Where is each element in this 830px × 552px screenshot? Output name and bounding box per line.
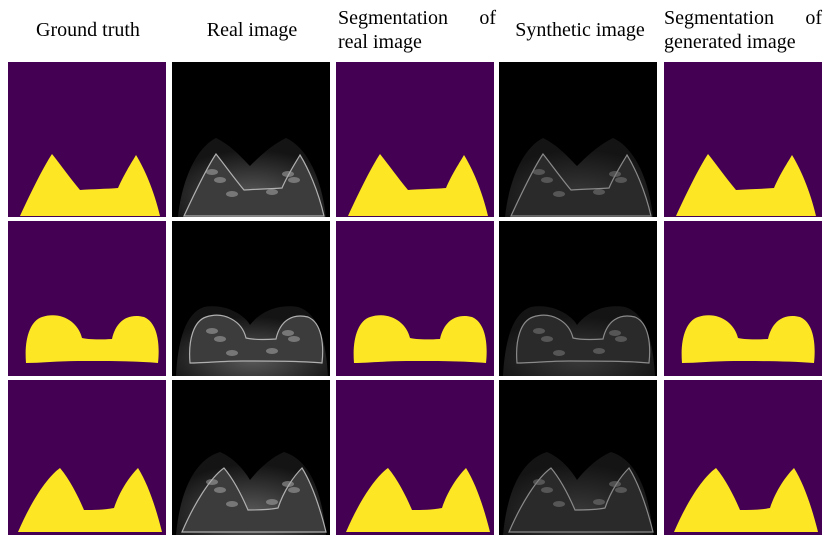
segmentation-generated-panel-row-2 bbox=[664, 221, 822, 376]
column-header-ground-truth: Ground truth bbox=[36, 19, 140, 41]
mri-scan bbox=[499, 221, 657, 376]
tissue-detail bbox=[288, 336, 300, 342]
tissue-detail bbox=[206, 479, 218, 485]
tissue-detail bbox=[615, 177, 627, 183]
breast-tissue bbox=[510, 152, 652, 217]
breast-mask-shape bbox=[674, 468, 818, 532]
column-header-synthetic-image: Synthetic image bbox=[515, 19, 645, 41]
real-image-panel-row-2 bbox=[172, 221, 330, 376]
breast-mask-shape bbox=[676, 154, 816, 216]
tissue-detail bbox=[593, 189, 605, 195]
tissue-detail bbox=[266, 499, 278, 505]
segmentation-mask bbox=[664, 62, 822, 217]
segmentation-generated-panel-row-1 bbox=[664, 62, 822, 217]
breast-mask-shape bbox=[346, 468, 490, 532]
segmentation-real-panel-row-2 bbox=[336, 221, 494, 376]
tissue-detail bbox=[533, 169, 545, 175]
breast-tissue bbox=[516, 314, 651, 364]
tissue-detail bbox=[609, 330, 621, 336]
column-header-segmentation-real: Segmentation of real image bbox=[338, 7, 496, 53]
tissue-detail bbox=[226, 501, 238, 507]
tissue-detail bbox=[288, 487, 300, 493]
real-image-panel-row-3 bbox=[172, 380, 330, 535]
segmentation-mask bbox=[664, 221, 822, 376]
breast-tissue bbox=[183, 152, 325, 217]
tissue-detail bbox=[553, 501, 565, 507]
breast-mask-shape bbox=[348, 154, 488, 216]
tissue-detail bbox=[206, 328, 218, 334]
synthetic-image-panel-row-1 bbox=[499, 62, 657, 217]
tissue-detail bbox=[615, 487, 627, 493]
segmentation-real-panel-row-1 bbox=[336, 62, 494, 217]
tissue-detail bbox=[226, 191, 238, 197]
tissue-detail bbox=[214, 336, 226, 342]
tissue-detail bbox=[282, 481, 294, 487]
breast-mask-shape bbox=[353, 315, 487, 363]
tissue-detail bbox=[282, 171, 294, 177]
tissue-detail bbox=[288, 177, 300, 183]
tissue-detail bbox=[615, 336, 627, 342]
breast-tissue bbox=[189, 314, 324, 364]
tissue-detail bbox=[553, 350, 565, 356]
breast-mask-shape bbox=[20, 154, 160, 216]
tissue-detail bbox=[533, 479, 545, 485]
segmentation-mask bbox=[8, 380, 166, 535]
mri-scan bbox=[172, 380, 330, 535]
tissue-detail bbox=[541, 177, 553, 183]
breast-mask-shape bbox=[681, 315, 815, 363]
mri-scan bbox=[499, 62, 657, 217]
tissue-detail bbox=[541, 336, 553, 342]
tissue-detail bbox=[266, 189, 278, 195]
ground-truth-panel-row-3 bbox=[8, 380, 166, 535]
tissue-detail bbox=[282, 330, 294, 336]
tissue-detail bbox=[609, 481, 621, 487]
tissue-detail bbox=[609, 171, 621, 177]
tissue-detail bbox=[541, 487, 553, 493]
tissue-detail bbox=[533, 328, 545, 334]
mri-scan bbox=[172, 62, 330, 217]
synthetic-image-panel-row-2 bbox=[499, 221, 657, 376]
column-header-real-image: Real image bbox=[206, 19, 298, 41]
tissue-detail bbox=[593, 348, 605, 354]
ground-truth-panel-row-1 bbox=[8, 62, 166, 217]
segmentation-real-panel-row-3 bbox=[336, 380, 494, 535]
tissue-detail bbox=[593, 499, 605, 505]
real-image-panel-row-1 bbox=[172, 62, 330, 217]
segmentation-mask bbox=[336, 380, 494, 535]
segmentation-mask bbox=[8, 62, 166, 217]
segmentation-mask bbox=[664, 380, 822, 535]
tissue-detail bbox=[214, 177, 226, 183]
tissue-detail bbox=[226, 350, 238, 356]
segmentation-mask bbox=[8, 221, 166, 376]
breast-mask-shape bbox=[18, 468, 162, 532]
mri-scan bbox=[499, 380, 657, 535]
ground-truth-panel-row-2 bbox=[8, 221, 166, 376]
segmentation-mask bbox=[336, 62, 494, 217]
breast-mask-shape bbox=[25, 315, 159, 363]
tissue-detail bbox=[553, 191, 565, 197]
tissue-detail bbox=[214, 487, 226, 493]
segmentation-generated-panel-row-3 bbox=[664, 380, 822, 535]
synthetic-image-panel-row-3 bbox=[499, 380, 657, 535]
tissue-detail bbox=[266, 348, 278, 354]
tissue-detail bbox=[206, 169, 218, 175]
mri-scan bbox=[172, 221, 330, 376]
segmentation-mask bbox=[336, 221, 494, 376]
column-header-segmentation-generated: Segmentation of generated image bbox=[664, 7, 822, 53]
